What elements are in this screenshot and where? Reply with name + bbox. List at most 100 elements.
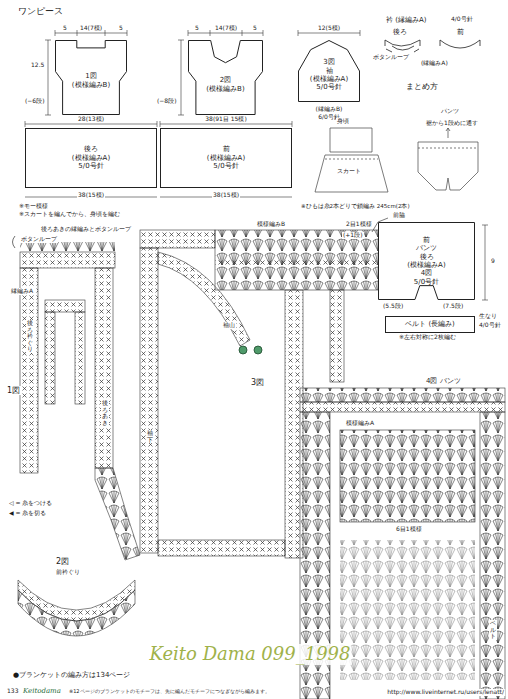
- stitch-chart: [18, 590, 135, 636]
- hook-size: 4/0号針: [478, 322, 502, 329]
- collar-piece: [385, 40, 420, 50]
- piece-text: 3図: [323, 58, 334, 66]
- dimension: (−6段): [24, 98, 46, 105]
- piece-text: 5/0号針: [213, 162, 238, 170]
- watermark-url: http://www.liveinternet.ru/users/lenatt/: [386, 689, 505, 696]
- piece-text: (模様編みB): [72, 81, 110, 89]
- dimension: (7.5段): [442, 303, 464, 310]
- piece-text: (模様編みA): [407, 261, 445, 269]
- piece-text: 5/0号針: [414, 278, 439, 286]
- stitch-chart: [18, 580, 135, 636]
- piece-text: 5/0号針: [316, 83, 341, 91]
- piece-shape: 3図袖(模様編みA)5/0号針: [298, 40, 360, 102]
- piece-text: (模様編みA): [310, 75, 348, 83]
- part-name: 前衿ぐり: [55, 569, 81, 576]
- note: ※左右対称に2枚編む: [398, 334, 457, 341]
- note: ※モー模様: [18, 203, 49, 210]
- part-name: スカート: [336, 168, 362, 175]
- dimension: 5: [62, 25, 68, 32]
- page-title: ワンピース: [18, 5, 63, 18]
- stitch-chart: [340, 540, 475, 680]
- stitch-name: 縁編みA: [10, 288, 34, 295]
- dimension: 14(7模): [79, 25, 103, 32]
- dimension: 38(91目 15模): [204, 116, 248, 123]
- dimension-line: [178, 40, 184, 115]
- dimension: 14(7模): [214, 25, 238, 32]
- piece-body: ベルト (長編み): [386, 317, 474, 332]
- part-name: 前: [456, 28, 465, 36]
- part-name: ボタンループ: [20, 236, 58, 243]
- dimension: 5: [194, 25, 200, 32]
- stitch-chart: [158, 252, 250, 346]
- piece-body: 3図袖(模様編みA)5/0号針: [298, 40, 360, 102]
- part-name: 後ろ: [392, 28, 408, 36]
- watermark: Keito Dama 099_1998: [148, 644, 351, 665]
- stitch-chart: [13, 236, 16, 248]
- dimension: 12.5: [30, 62, 45, 69]
- piece-text: 前: [423, 236, 430, 244]
- stitch-chart: [254, 346, 262, 354]
- stitch-chart: [20, 268, 38, 473]
- collar-piece: [386, 49, 419, 52]
- piece-text: パンツ: [416, 244, 437, 252]
- figure-number: 3図: [250, 378, 265, 387]
- piece-box: 前(模様編みA)5/0号針: [160, 128, 292, 188]
- dimension: (+1段): [342, 232, 364, 239]
- stitch-chart: [140, 248, 158, 553]
- stitch-chart: [330, 290, 344, 382]
- piece-text: 後ろ: [84, 145, 98, 153]
- piece-text: 後ろ: [420, 253, 434, 261]
- dimension: 12(5模): [317, 25, 341, 32]
- dimension: (−8段): [156, 98, 178, 105]
- part-name: 袖山: [222, 322, 236, 329]
- assembly-sketch: [325, 159, 378, 160]
- piece-shape: 2図(模様編みB): [188, 40, 263, 115]
- collar-piece: [385, 40, 480, 52]
- stitch-chart: [215, 258, 390, 265]
- stitch-chart: [140, 230, 215, 248]
- stitch-chart: [20, 252, 115, 268]
- part-name: ベルト: [489, 620, 497, 640]
- piece-text: 5/0号針: [78, 162, 103, 170]
- piece-body: 後ろ(模様編みA)5/0号針: [26, 129, 156, 187]
- hook-size: 4/0号針: [450, 16, 474, 23]
- figure-number: 1図: [6, 386, 21, 395]
- stitch-chart: [340, 430, 475, 522]
- note: ※スカートを編んでから、身頃を編む: [18, 211, 121, 218]
- piece-text: 1図: [85, 72, 96, 80]
- part-name: パンツ: [440, 108, 460, 115]
- piece-body: 前(模様編みA)5/0号針: [161, 129, 291, 187]
- piece-outline-path: [189, 41, 263, 115]
- piece-body: 2図(模様編みB): [188, 40, 263, 115]
- stitch-chart: [480, 412, 505, 699]
- page-number: 133: [6, 688, 19, 695]
- assembly-sketch: [330, 128, 372, 152]
- part-name: 前脇: [392, 212, 406, 219]
- footnote: ※12ページのブランケットのモチーフは、先に編んだモチーフにつなぎながら編みます…: [68, 689, 271, 695]
- piece-body: 1図(模様編みB): [55, 40, 127, 115]
- part-name: 後ろ衿ぐり: [26, 320, 34, 353]
- stitch-chart: [75, 312, 85, 404]
- stitch-chart: [95, 268, 113, 468]
- repeat-note: 6目1模様: [395, 526, 423, 533]
- stitch-name: (縁編みA): [420, 60, 449, 67]
- piece-text: 4図: [421, 269, 432, 277]
- piece-body: 前パンツ後ろ(模様編みA)4図5/0号針: [378, 222, 475, 300]
- dimension-line: [482, 225, 488, 300]
- assembly-sketch: [418, 142, 478, 190]
- stitch-chart: [215, 230, 390, 290]
- part-name: 袖下: [146, 430, 154, 443]
- stitch-chart: [300, 388, 505, 402]
- dimension: 38(15模): [77, 192, 105, 199]
- dimension: 38(15模): [212, 192, 240, 199]
- assembly-sketch: [315, 155, 388, 192]
- repeat-note: 2目1模様: [345, 221, 373, 228]
- part-name: 身頃: [336, 118, 350, 125]
- assembly-sketch: [315, 128, 478, 232]
- part-name: ボタンループ: [372, 54, 410, 61]
- collar-piece: [440, 40, 480, 48]
- stitch-chart: [45, 312, 55, 404]
- assembly-sketch: [446, 128, 450, 138]
- symbol-key: ◁ = 糸をつける: [8, 500, 53, 507]
- piece-text: ベルト (長編み): [405, 320, 455, 328]
